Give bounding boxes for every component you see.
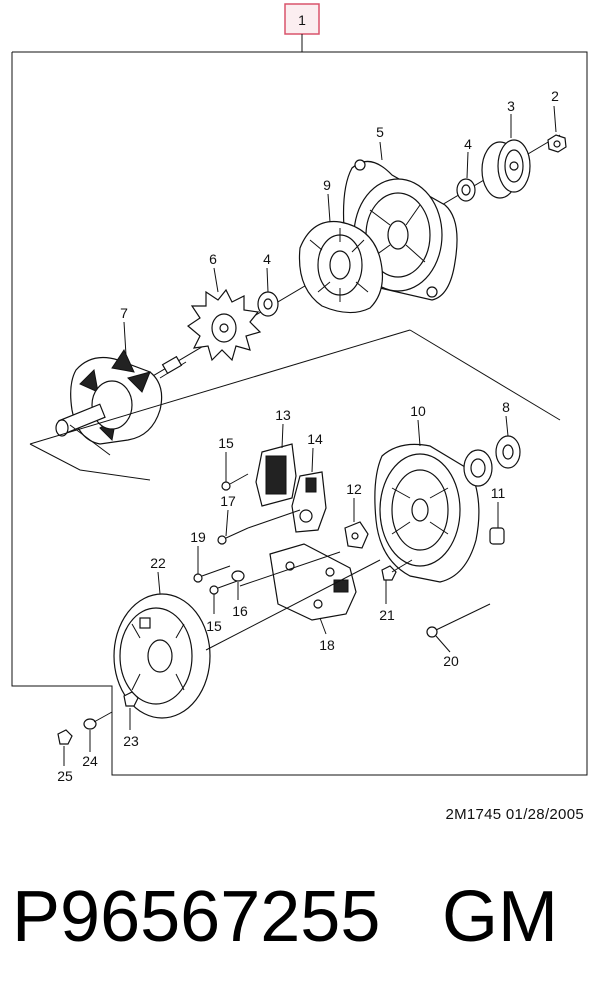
rear-housing-part[interactable]: [374, 443, 493, 583]
bearing-part[interactable]: [495, 435, 521, 469]
nut-part[interactable]: [547, 134, 567, 153]
callout-21: 21: [379, 607, 395, 623]
callout-14: 14: [307, 431, 323, 447]
footer: P96567255 GM: [10, 872, 600, 972]
callout-12: 12: [346, 481, 362, 497]
callout-15b: 15: [206, 618, 222, 634]
callout-22: 22: [150, 555, 166, 571]
callout-23: 23: [123, 733, 139, 749]
callout-15a: 15: [218, 435, 234, 451]
spacer-part[interactable]: [456, 178, 476, 202]
callout-18: 18: [319, 637, 335, 653]
bushing-part[interactable]: [489, 527, 505, 545]
fan-part[interactable]: [186, 288, 262, 362]
callout-4: 4: [464, 136, 472, 152]
rotor-part[interactable]: [55, 348, 187, 445]
part-number: P96567255: [12, 877, 381, 957]
drawing-code: 2M1745 01/28/2005: [445, 806, 584, 823]
pulley-part[interactable]: [481, 139, 531, 199]
callout-13: 13: [275, 407, 291, 423]
callout-20: 20: [443, 653, 459, 669]
callout-11: 11: [491, 485, 506, 501]
washer-part[interactable]: [231, 570, 245, 582]
callout-4b: 4: [263, 251, 271, 267]
nut-part[interactable]: [57, 729, 73, 745]
callout-19: 19: [190, 529, 206, 545]
cover-plate-part[interactable]: [344, 521, 369, 549]
callout-9: 9: [323, 177, 331, 193]
callout-16: 16: [232, 603, 248, 619]
screw-part[interactable]: [217, 509, 301, 545]
brush-holder-part[interactable]: [291, 471, 327, 533]
end-cover-part[interactable]: [113, 593, 211, 719]
callout-1: 1: [298, 12, 306, 28]
callout-5: 5: [376, 124, 384, 140]
callout-7: 7: [120, 305, 128, 321]
through-bolt-part[interactable]: [426, 603, 491, 638]
callout-6: 6: [209, 251, 217, 267]
regulator-part[interactable]: [255, 443, 297, 507]
callout-8: 8: [502, 399, 510, 415]
rectifier-part[interactable]: [269, 543, 357, 621]
stator-part[interactable]: [298, 220, 383, 314]
nut-part[interactable]: [381, 565, 397, 581]
spacer-part[interactable]: [257, 291, 279, 317]
assembly-outline: [11, 51, 588, 776]
callout-24: 24: [82, 753, 98, 769]
callout-3: 3: [507, 98, 515, 114]
callout-17: 17: [220, 493, 236, 509]
screw-part[interactable]: [209, 579, 241, 595]
screw-part[interactable]: [221, 473, 249, 491]
brand-label: GM: [442, 877, 558, 957]
callout-2: 2: [551, 88, 559, 104]
nut-part[interactable]: [83, 718, 97, 730]
nut-part[interactable]: [123, 691, 139, 707]
callout-10: 10: [410, 403, 426, 419]
callout-25: 25: [57, 768, 73, 784]
screw-part[interactable]: [193, 565, 231, 583]
